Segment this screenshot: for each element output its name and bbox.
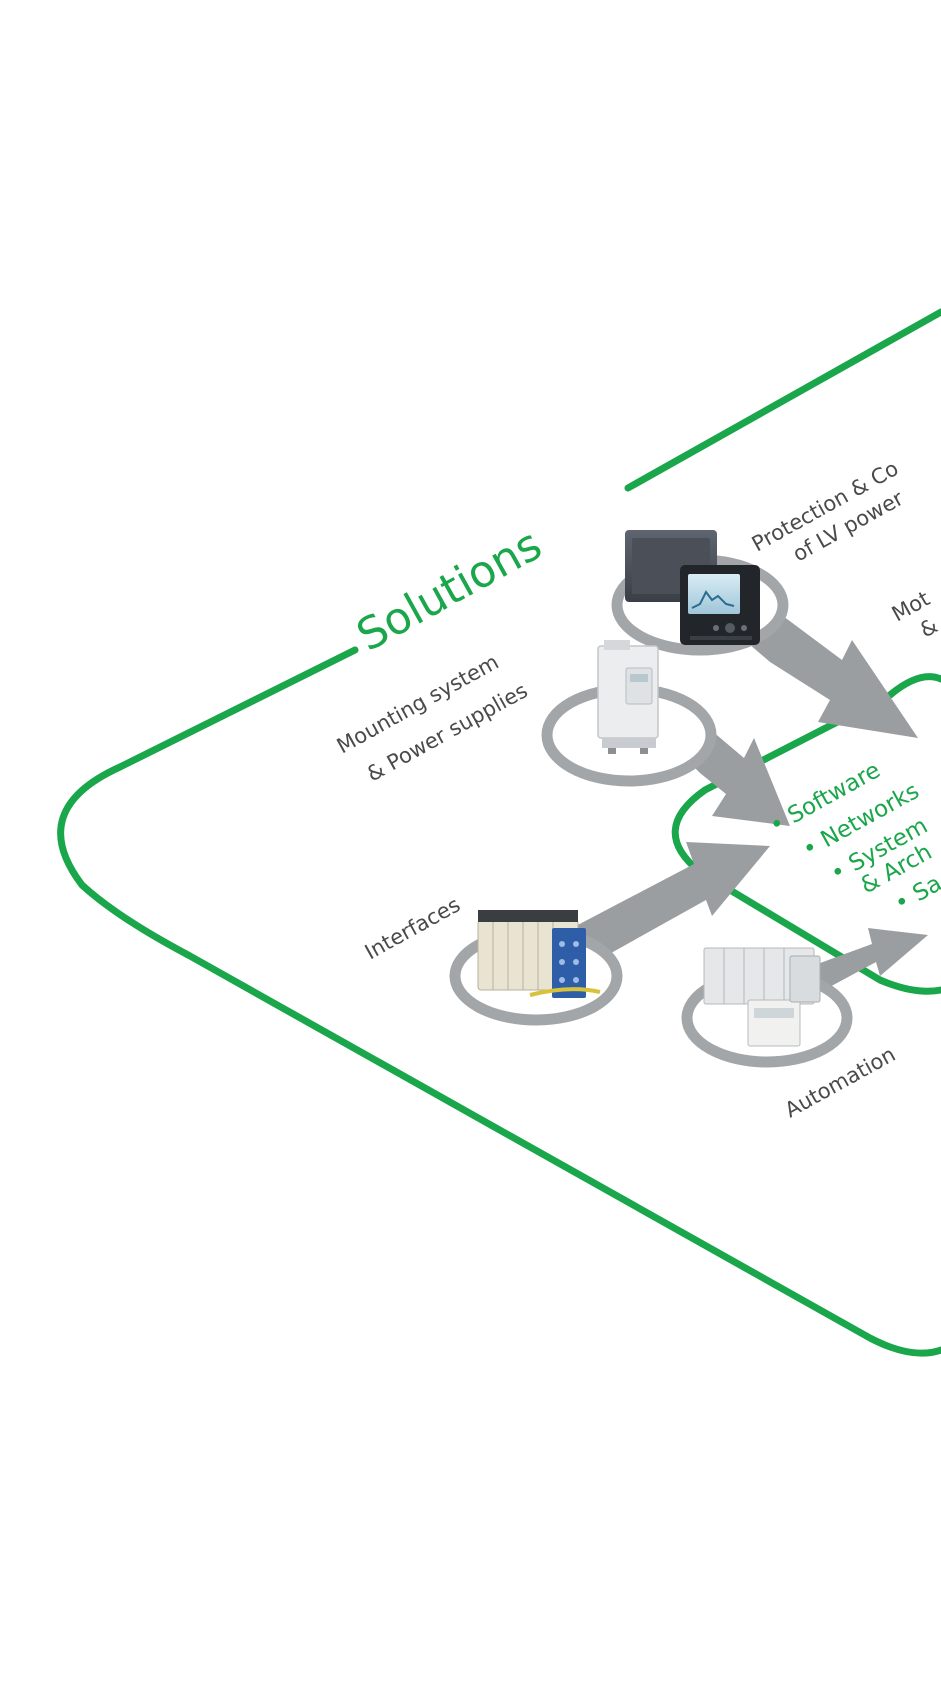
- arrow-automation: [812, 928, 928, 990]
- arrow-protection: [735, 610, 918, 738]
- solutions-title: Solutions: [349, 519, 551, 662]
- interfaces-device-image: [477, 910, 601, 998]
- automation-device-image: [703, 947, 821, 1047]
- protection-device-image: [625, 530, 760, 645]
- core-boundary: [671, 673, 941, 995]
- power-supply-image: [597, 640, 659, 754]
- arrow-interfaces: [572, 842, 770, 962]
- label-motor-line2: &: [916, 613, 941, 642]
- outer-boundary: [57, 646, 941, 1357]
- outer-boundary-top: [624, 308, 941, 492]
- label-interfaces: Interfaces: [361, 892, 464, 964]
